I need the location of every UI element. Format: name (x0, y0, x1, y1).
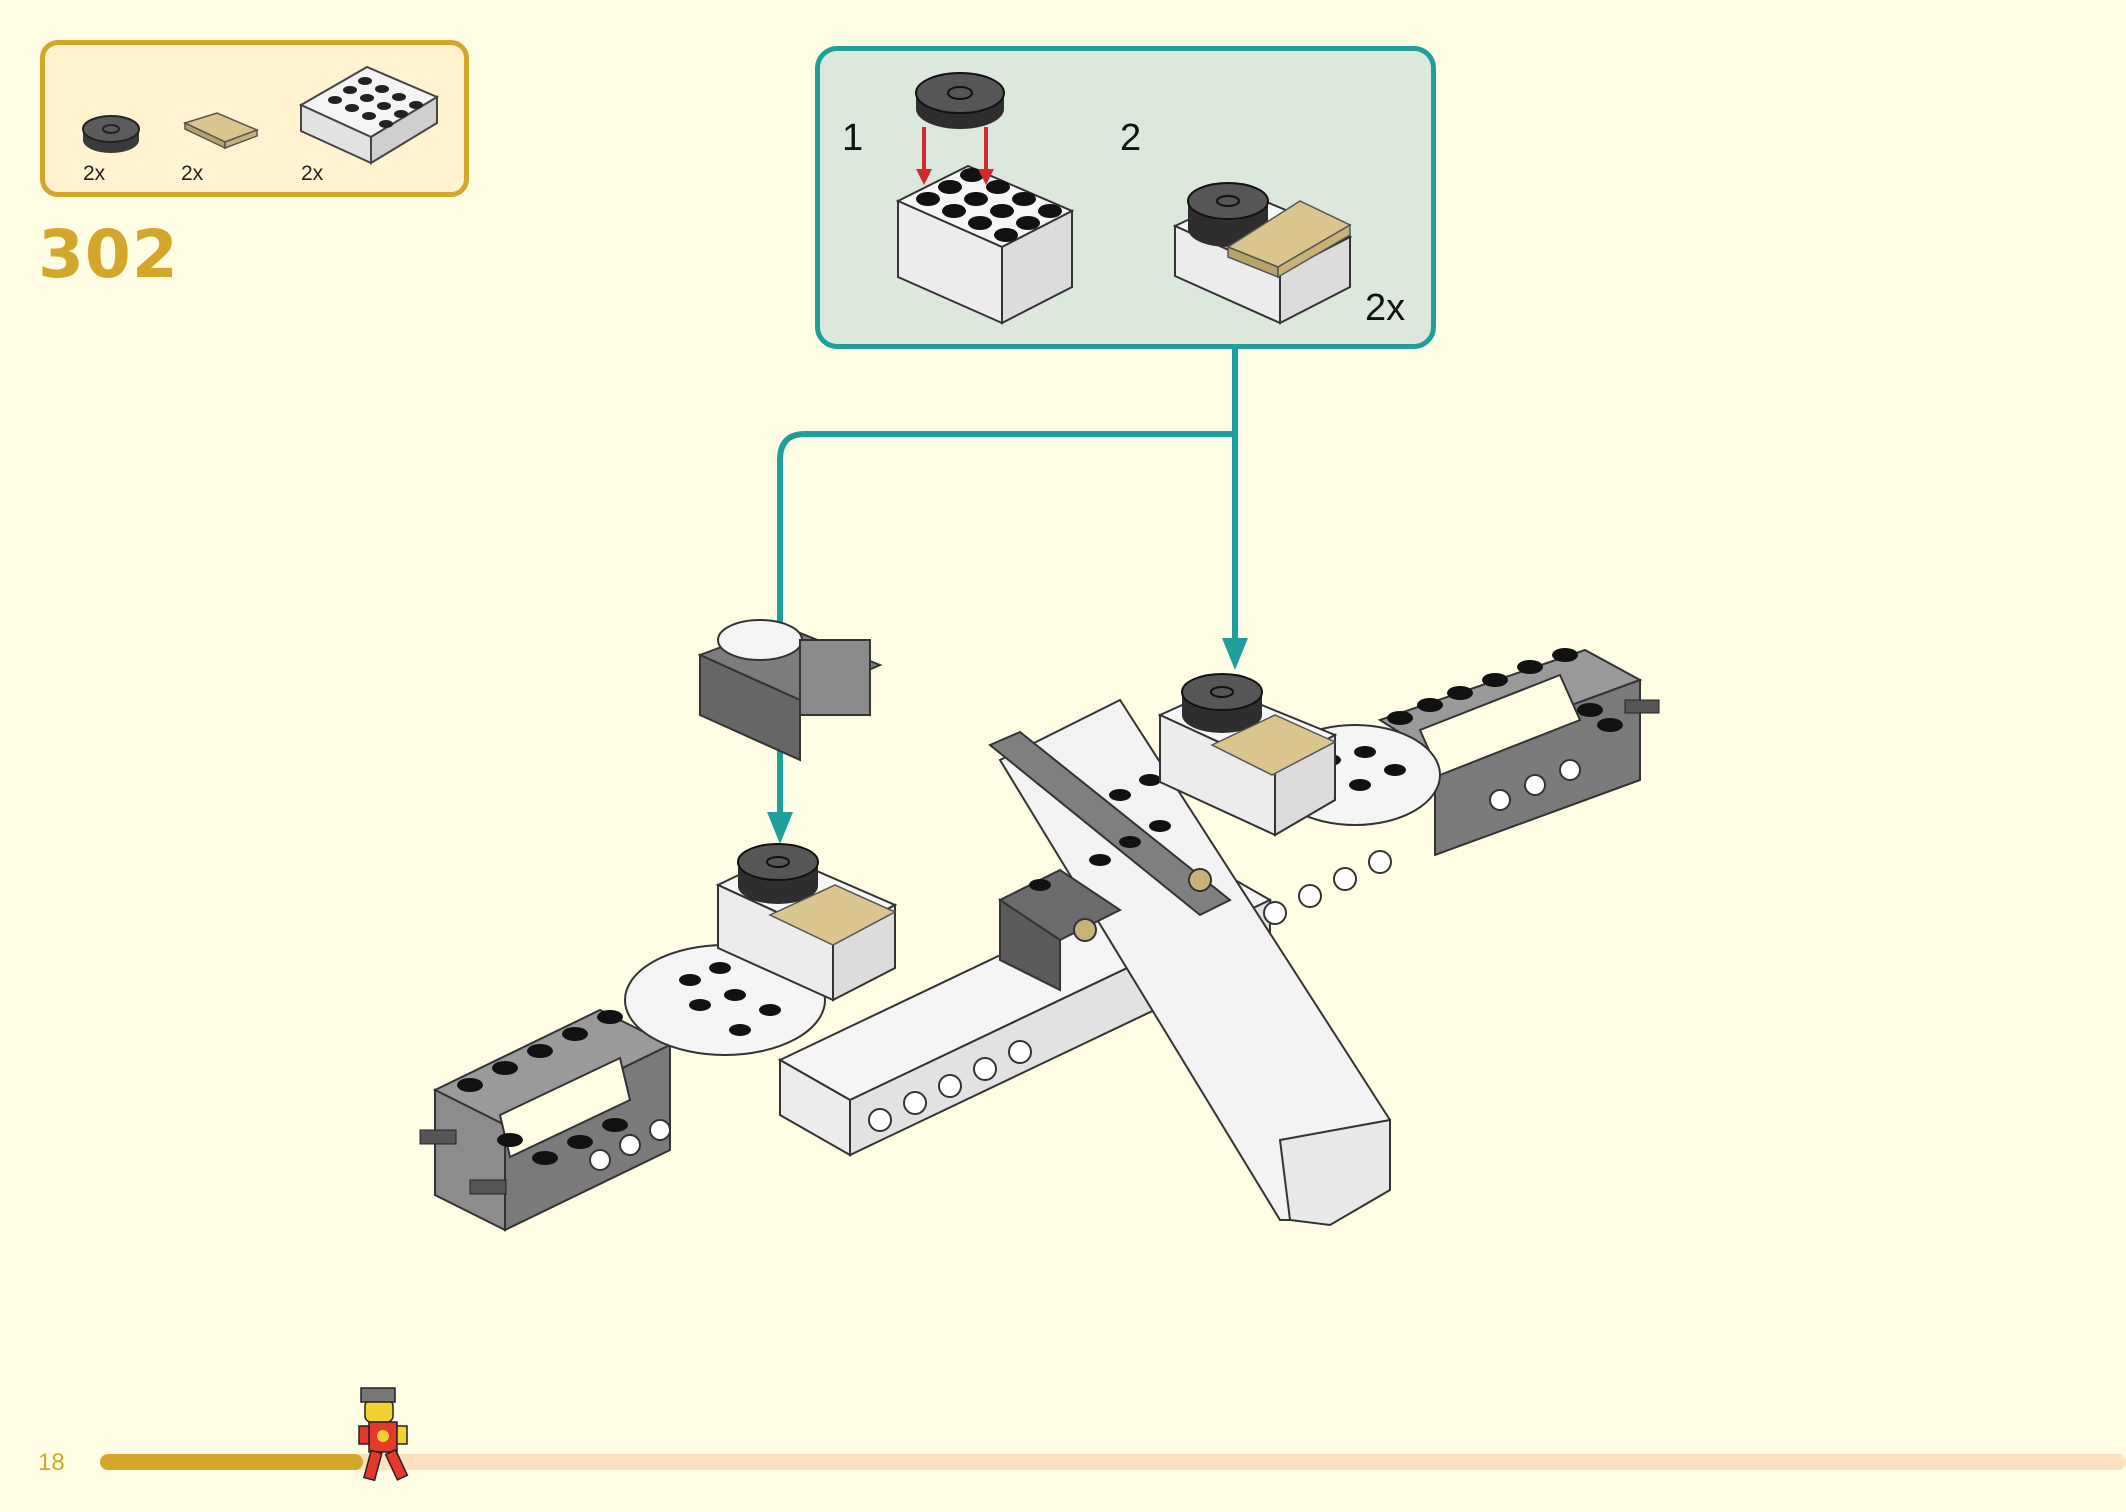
rear-engine (697, 619, 883, 762)
attached-subassembly-left (715, 843, 898, 1002)
parts-list: 2x 2x 2x (40, 40, 469, 197)
substep1-round-tile-icon (915, 72, 1005, 129)
left-wing-beam (419, 1008, 673, 1232)
substep1-brick-icon (895, 164, 1075, 325)
progress-bar (100, 1454, 2126, 1470)
substep2-assembly-icon (1172, 182, 1353, 325)
substep-number: 2 (1120, 117, 1142, 159)
substep-multiplier: 2x (1365, 287, 1406, 329)
part-qty: 2x (83, 162, 106, 185)
page-number: 18 (38, 1449, 65, 1476)
arrow-down-icon (916, 127, 994, 185)
white-brick-icon (298, 65, 440, 165)
fuselage (777, 698, 1392, 1227)
subassembly-callout: 1 2 2x (815, 46, 1436, 349)
parts-list-drawing (82, 65, 440, 165)
part-qty: 2x (181, 162, 204, 185)
attached-subassembly-right (1157, 673, 1338, 837)
callout-connector (777, 349, 1238, 820)
part-qty: 2x (301, 162, 324, 185)
right-wing-beam (1377, 648, 1660, 857)
step-number: 302 (38, 216, 179, 293)
substep-number: 1 (842, 117, 864, 159)
tan-tile-icon (182, 112, 260, 150)
round-tile-icon (82, 115, 140, 153)
round-plate (624, 724, 1441, 1056)
subassembly-drawing (895, 72, 1353, 325)
arrow-down-icon (767, 638, 1248, 844)
minifigure-icon (358, 1387, 409, 1482)
